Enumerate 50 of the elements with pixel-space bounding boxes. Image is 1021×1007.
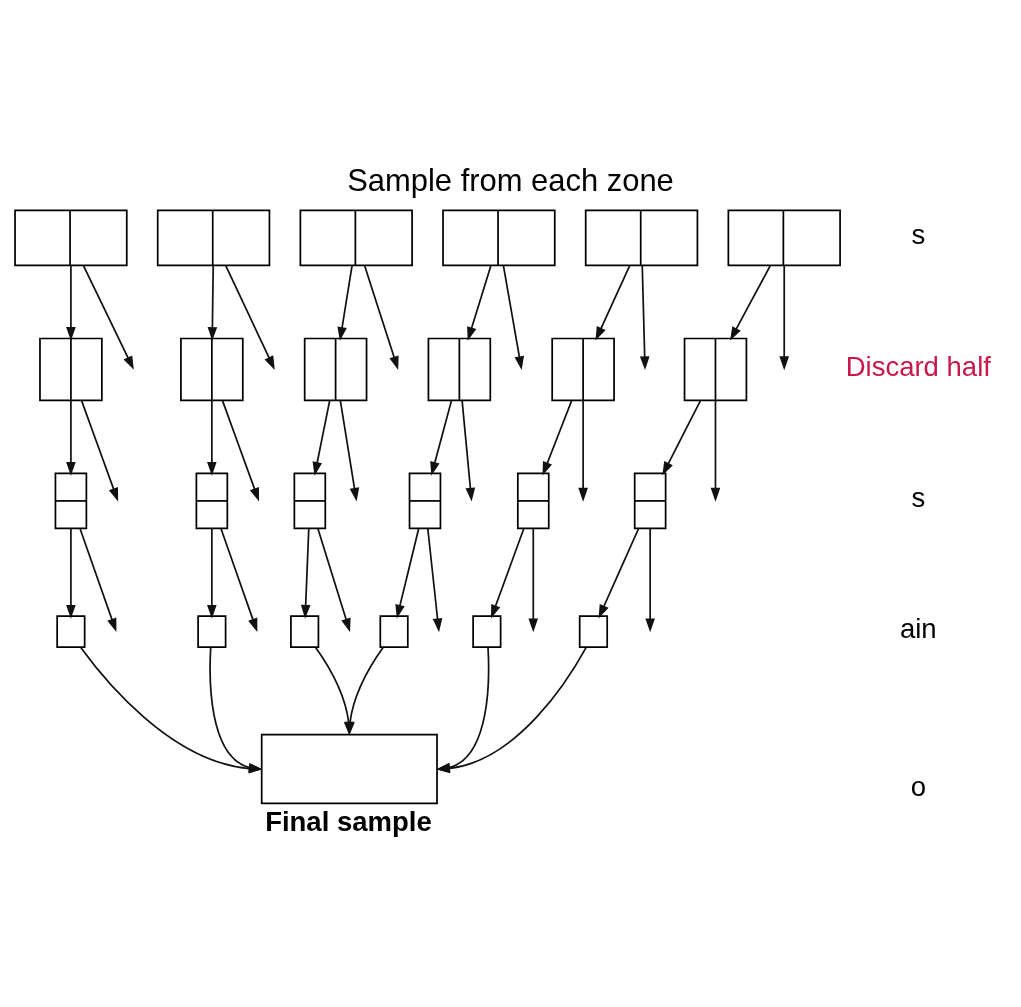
node-box <box>56 615 86 648</box>
arrow <box>598 528 640 619</box>
node-box <box>472 615 502 648</box>
arrow <box>595 264 631 341</box>
arrow <box>337 264 353 341</box>
label: ain <box>899 613 937 645</box>
node-box <box>578 615 609 648</box>
arrow <box>730 264 772 341</box>
label: s <box>911 219 926 251</box>
arrow <box>710 400 721 502</box>
arrow <box>461 400 476 502</box>
arrow <box>66 528 76 619</box>
arrow <box>300 528 311 619</box>
arrow <box>220 528 258 633</box>
arrow <box>339 400 360 502</box>
arrow <box>426 528 443 633</box>
arrow <box>491 528 525 619</box>
arrow <box>363 264 399 370</box>
arrow <box>779 264 790 371</box>
node-box <box>260 733 438 805</box>
arrow <box>221 400 260 502</box>
arrow <box>207 528 217 619</box>
arrow <box>502 264 525 371</box>
node-box <box>197 615 227 648</box>
arrow <box>528 528 539 633</box>
diagram-title: Sample from each zone <box>347 162 674 198</box>
arrow <box>66 264 76 341</box>
arrow <box>80 400 119 502</box>
arrow <box>66 400 76 476</box>
arrow <box>578 400 588 502</box>
arrow <box>662 400 702 476</box>
node-box <box>379 615 409 648</box>
arrow <box>79 528 117 633</box>
arrow <box>395 528 420 619</box>
label: Discard half <box>845 350 991 382</box>
arrow <box>645 528 655 633</box>
arrow <box>542 400 573 476</box>
arrow <box>639 264 650 371</box>
arrow <box>224 264 275 370</box>
arrow <box>312 400 331 476</box>
arrow <box>207 400 217 476</box>
arrow <box>207 264 218 341</box>
arrow <box>430 400 453 476</box>
node-label: Final sample <box>265 805 432 837</box>
label: o <box>910 771 926 803</box>
label: s <box>911 482 926 514</box>
arrow <box>82 264 134 370</box>
arrow <box>317 528 351 633</box>
node-box <box>290 615 320 648</box>
arrow <box>467 264 492 341</box>
